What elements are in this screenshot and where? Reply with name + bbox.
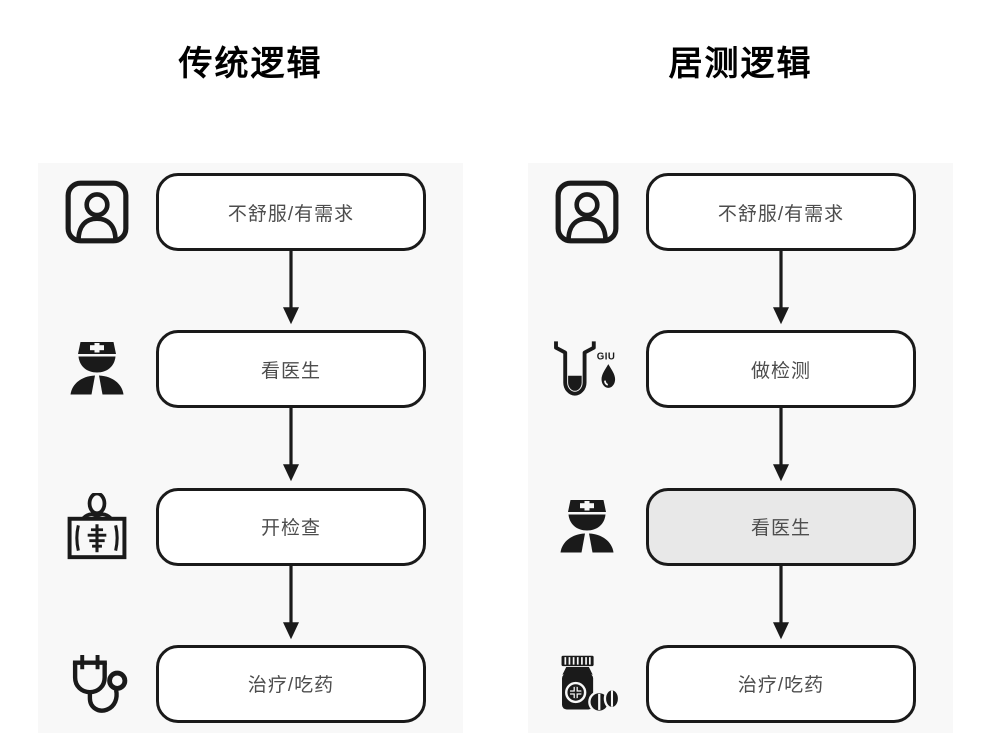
xray-exam-icon <box>67 492 127 559</box>
patient-portrait-icon <box>65 180 129 244</box>
flow-connector <box>528 251 916 330</box>
flow-step: 不舒服/有需求 <box>38 173 426 251</box>
flow-step: 不舒服/有需求 <box>528 173 916 251</box>
step-box: 不舒服/有需求 <box>646 173 916 251</box>
arrow-down-icon <box>283 408 299 482</box>
traditional-flow-panel: 不舒服/有需求 看医生 <box>38 163 463 733</box>
step-icon-cell: GIU <box>528 330 646 408</box>
patient-portrait-icon <box>555 180 619 244</box>
flow-connector <box>38 565 426 645</box>
arrow-down-icon <box>283 565 299 639</box>
step-icon-cell <box>528 645 646 723</box>
flow-step: 看医生 <box>528 487 916 566</box>
traditional-flow: 不舒服/有需求 看医生 <box>38 163 463 733</box>
flow-connector <box>38 251 426 330</box>
arrow-down-icon <box>773 565 789 639</box>
droplet-icon <box>601 364 616 389</box>
arrow-down-icon <box>773 408 789 482</box>
step-icon-cell <box>528 173 646 251</box>
flow-connector <box>38 408 426 487</box>
pill-bottle-icon <box>561 655 620 713</box>
step-box: 开检查 <box>156 487 426 566</box>
stethoscope-icon <box>72 655 128 713</box>
test-tube-icon: GIU <box>554 341 616 396</box>
doctor-icon <box>70 342 124 395</box>
flow-step: 治疗/吃药 <box>38 644 426 723</box>
left-column-title: 传统逻辑 <box>178 45 323 83</box>
flow-step: 看医生 <box>38 330 426 409</box>
step-icon-cell <box>528 488 646 566</box>
step-icon-cell <box>38 488 156 566</box>
step-box: 看医生 <box>156 330 426 409</box>
hometest-flow-panel: 不舒服/有需求 GIU 做检测 <box>528 163 953 733</box>
arrow-down-icon <box>773 251 789 325</box>
arrow-down-icon <box>283 251 299 325</box>
flow-step: GIU 做检测 <box>528 330 916 409</box>
step-icon-cell <box>38 330 156 408</box>
flow-step: 治疗/吃药 <box>528 644 916 723</box>
step-box: 治疗/吃药 <box>646 644 916 723</box>
step-box: 治疗/吃药 <box>156 644 426 723</box>
step-box: 看医生 <box>646 487 916 566</box>
giu-label: GIU <box>597 352 616 363</box>
step-icon-cell <box>38 173 156 251</box>
flow-step: 开检查 <box>38 487 426 566</box>
flow-connector <box>528 408 916 487</box>
step-icon-cell <box>38 645 156 723</box>
step-box: 不舒服/有需求 <box>156 173 426 251</box>
hometest-flow: 不舒服/有需求 GIU 做检测 <box>528 163 953 733</box>
doctor-icon <box>560 499 614 553</box>
right-column-title: 居测逻辑 <box>668 45 813 83</box>
flow-connector <box>528 565 916 645</box>
step-box: 做检测 <box>646 330 916 409</box>
